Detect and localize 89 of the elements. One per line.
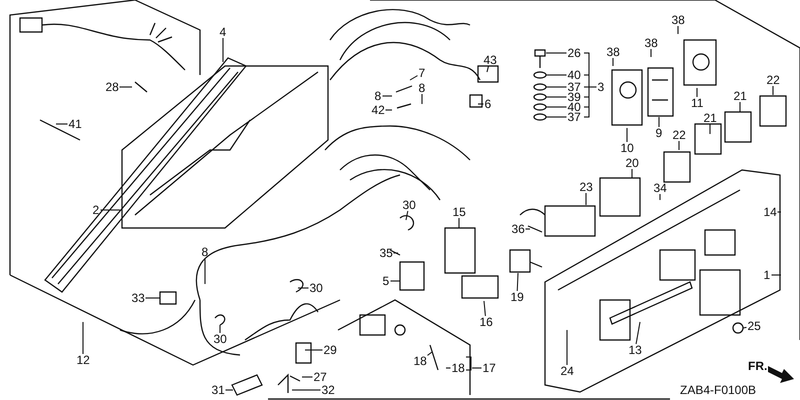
callout-number: 12 xyxy=(76,355,90,365)
leader-line xyxy=(204,258,206,284)
callout-number: 35 xyxy=(380,248,393,258)
callout-number: 16 xyxy=(480,317,493,327)
callout-number: 37 xyxy=(568,82,581,92)
callout-number: 19 xyxy=(510,292,524,302)
direction-label: FR. xyxy=(748,360,768,373)
callout-number: 5 xyxy=(382,276,390,286)
leader-line xyxy=(82,322,84,354)
leader-line xyxy=(658,116,660,128)
callout-number: 15 xyxy=(452,207,466,217)
drawing-code: ZAB4-F0100B xyxy=(680,384,756,397)
callout-number: 8 xyxy=(202,247,208,257)
callout-number: 39 xyxy=(568,92,581,102)
leader-line xyxy=(427,352,432,356)
callout-number: 22 xyxy=(766,75,780,85)
callout-number: 21 xyxy=(734,91,747,101)
callout-number: 28 xyxy=(106,82,119,92)
leader-line xyxy=(119,86,132,88)
leader-line xyxy=(484,300,486,316)
leader-line xyxy=(546,86,567,88)
leader-line xyxy=(302,376,313,378)
callout-number: 29 xyxy=(324,345,337,355)
callout-number: 38 xyxy=(644,38,658,48)
callout-number: 37 xyxy=(568,112,581,122)
leader-line xyxy=(393,252,398,254)
callout-number: 11 xyxy=(691,98,704,108)
callout-number: 7 xyxy=(418,68,426,78)
leader-line xyxy=(410,75,418,80)
callout-number: 8 xyxy=(374,91,382,101)
callout-number: 31 xyxy=(212,385,225,395)
callout-number: 2 xyxy=(92,205,100,215)
leader-line xyxy=(516,272,518,292)
callout-number: 4 xyxy=(220,27,226,37)
callout-number: 3 xyxy=(598,82,604,92)
leader-line xyxy=(771,274,782,276)
leader-line xyxy=(626,128,628,142)
leader-line xyxy=(772,86,774,96)
leader-line xyxy=(546,116,567,118)
leader-line xyxy=(222,38,224,62)
callout-number: 38 xyxy=(606,47,620,57)
callout-number: 23 xyxy=(580,182,593,192)
leader-line xyxy=(546,74,567,76)
callout-number: 34 xyxy=(654,183,667,193)
leader-line xyxy=(588,86,597,88)
callout-number: 40 xyxy=(568,102,581,112)
callout-number: 18 xyxy=(414,356,427,366)
callout-number: 30 xyxy=(310,283,323,293)
leader-line xyxy=(612,58,614,66)
leader-line xyxy=(742,326,747,328)
callout-number: 21 xyxy=(704,113,717,123)
callout-number: 25 xyxy=(748,321,761,331)
leader-line xyxy=(390,280,400,282)
callout-number: 13 xyxy=(628,345,642,355)
leader-line xyxy=(486,66,489,72)
leader-line xyxy=(650,48,652,58)
callout-number: 38 xyxy=(672,15,685,25)
callout-number: 41 xyxy=(68,119,82,129)
leader-line xyxy=(406,210,408,220)
callout-number: 33 xyxy=(132,293,145,303)
leader-line xyxy=(546,106,567,108)
callout-number: 43 xyxy=(484,55,497,65)
callout-number: 30 xyxy=(402,200,416,210)
leader-line xyxy=(458,218,460,228)
leader-line xyxy=(525,228,530,230)
callout-number: 14 xyxy=(764,207,777,217)
leader-line xyxy=(546,52,567,54)
callout-number: 8 xyxy=(418,83,426,93)
leader-line xyxy=(546,96,567,98)
callout-number: 22 xyxy=(672,130,686,140)
leader-line xyxy=(566,330,568,366)
callout-number: 1 xyxy=(764,270,770,280)
callout-number: 20 xyxy=(626,158,639,168)
leader-line xyxy=(696,88,698,98)
callout-number: 32 xyxy=(322,385,335,395)
callout-number: 30 xyxy=(214,334,227,344)
callout-number: 40 xyxy=(568,70,581,80)
callout-number: 42 xyxy=(372,105,385,115)
callout-number: 6 xyxy=(484,99,492,109)
callout-number: 17 xyxy=(482,363,496,373)
callout-number: 36 xyxy=(512,224,525,234)
callout-number: 27 xyxy=(314,372,327,382)
callout-number: 18 xyxy=(452,363,465,373)
callout-number: 24 xyxy=(560,366,574,376)
callout-number: 9 xyxy=(656,128,662,138)
callout-number: 26 xyxy=(568,48,581,58)
leader-line xyxy=(678,140,680,150)
callout-number: 10 xyxy=(620,143,634,153)
leader-line xyxy=(636,322,640,344)
